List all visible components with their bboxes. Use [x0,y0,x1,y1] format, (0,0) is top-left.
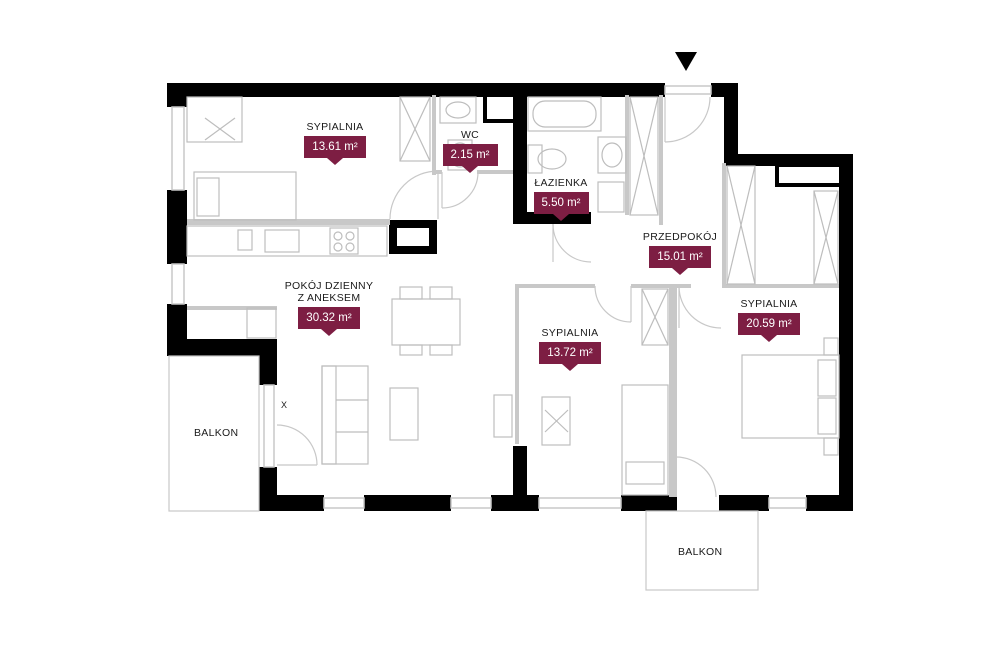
room-name-line1: POKÓJ DZIENNY [284,280,374,292]
room-bedroom-1: SYPIALNIA 13.61 m² [285,121,385,165]
room-name: SYPIALNIA [306,121,364,133]
room-living: POKÓJ DZIENNY Z ANEKSEM 30.32 m² [264,280,394,336]
area-tag: 30.32 m² [298,307,360,336]
double-bed [741,354,840,439]
balcony-bottom-label: BALKON [678,546,723,558]
area-tag: 5.50 m² [533,192,589,221]
bed [193,171,297,221]
room-bathroom: ŁAZIENKA 5.50 m² [511,177,611,221]
exterior-walls [167,83,853,511]
room-wc: WC 2.15 m² [420,129,520,173]
room-bedroom-3: SYPIALNIA 20.59 m² [719,298,819,342]
room-name: PRZEDPOKÓJ [642,231,718,243]
window-mark: X [281,400,288,410]
furniture [186,96,840,496]
room-name: WC [460,129,480,141]
room-name: SYPIALNIA [541,327,599,339]
sofa [321,365,369,465]
room-name-line2: Z ANEKSEM [297,292,361,304]
windows [171,85,807,509]
dining-table [391,298,461,346]
balconies [168,355,759,591]
balcony-left-label: BALKON [194,427,239,439]
area-tag: 2.15 m² [442,144,498,173]
entrance-arrow-icon [675,52,697,71]
desk [186,96,243,143]
room-name: SYPIALNIA [740,298,798,310]
room-name: ŁAZIENKA [534,177,588,189]
area-tag: 20.59 m² [738,313,800,342]
area-tag: 13.61 m² [304,136,366,165]
kitchen-counter [186,225,388,257]
doors [276,96,722,498]
area-tag: 15.01 m² [649,246,711,275]
room-hall: PRZEDPOKÓJ 15.01 m² [625,231,735,275]
room-bedroom-2: SYPIALNIA 13.72 m² [520,327,620,371]
area-tag: 13.72 m² [539,342,601,371]
partition-walls [187,95,839,497]
